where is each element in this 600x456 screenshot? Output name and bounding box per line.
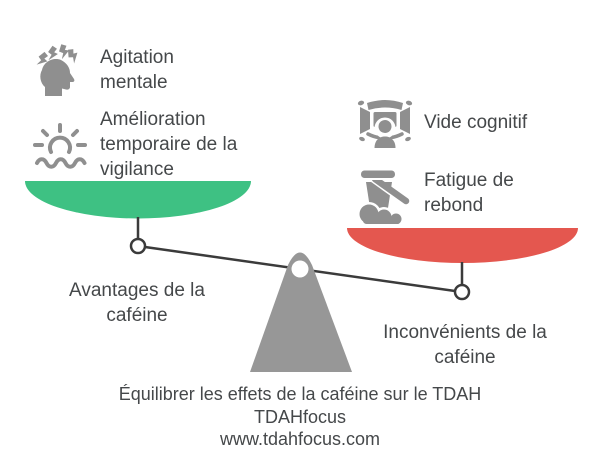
footer-website: www.tdahfocus.com: [219, 429, 381, 449]
negative-item-label: Vide cognitif: [424, 112, 528, 133]
positive-pan: [25, 181, 251, 219]
right-pivot-circle: [453, 283, 471, 301]
left-pivot-circle: [129, 237, 147, 255]
negative-item-label: Fatigue de rebond: [424, 170, 514, 216]
footer-caption: Équilibrer les effets de la caféine sur …: [118, 384, 482, 404]
positive-item-label: Amélioration temporaire de la vigilance: [100, 109, 238, 180]
fulcrum: [250, 252, 352, 372]
footer: Équilibrer les effets de la caféine sur …: [0, 383, 600, 451]
slumped-rest-icon: [357, 168, 411, 224]
negative-pan: [347, 228, 578, 263]
fulcrum-hole: [291, 260, 309, 278]
sunrise-icon: [33, 123, 87, 169]
panorama-viewer-icon: [357, 100, 413, 148]
positive-side-heading: Avantages de la caféine: [69, 280, 205, 326]
lightning-head-icon: [36, 44, 78, 96]
footer-brand: TDAHfocus: [253, 406, 347, 427]
negative-side-heading: Inconvénients de la caféine: [383, 322, 547, 368]
positive-item-label: Agitation mentale: [100, 47, 174, 93]
